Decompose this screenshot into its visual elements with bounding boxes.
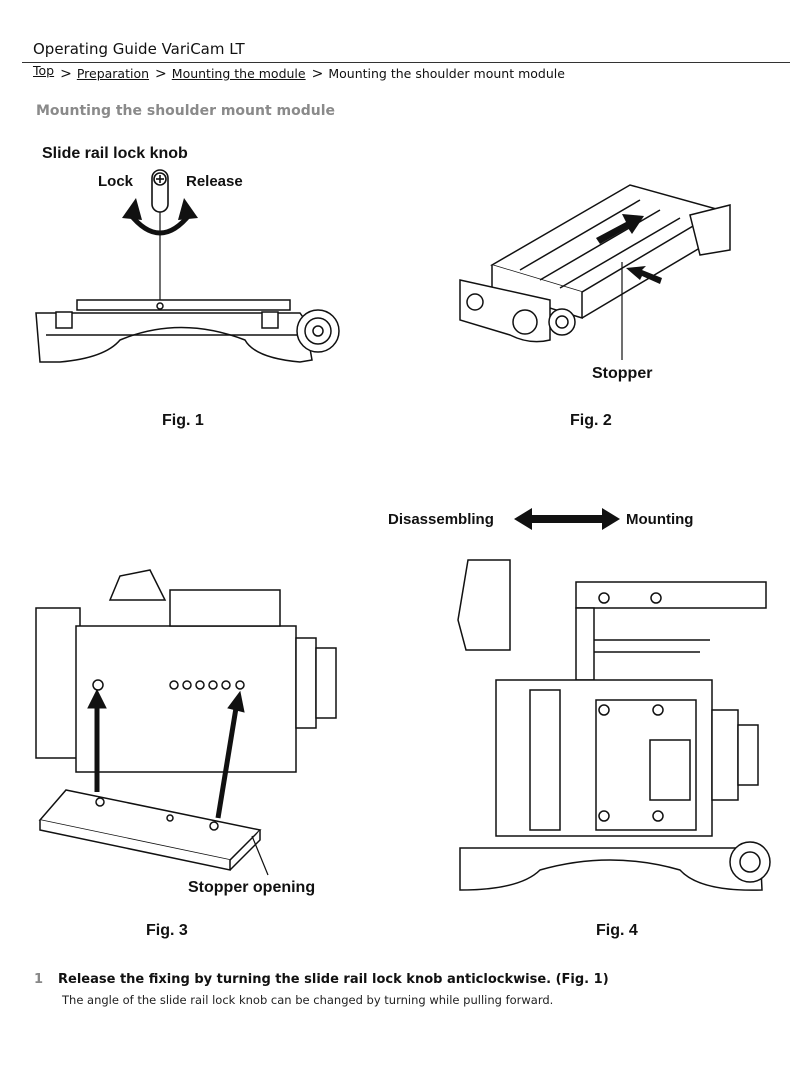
label-stopper: Stopper [592, 365, 652, 382]
document-title: Operating Guide VariCam LT [33, 40, 245, 58]
stopper-opening-leader-line [251, 835, 269, 876]
caption-fig-1: Fig. 1 [162, 412, 204, 429]
stopper-arrow-icon [626, 266, 662, 284]
label-disassembling: Disassembling [388, 511, 494, 528]
mount-arrows-icon [87, 688, 245, 819]
section-title: Mounting the shoulder mount module [36, 103, 336, 119]
breadcrumb-current: Mounting the shoulder mount module [328, 66, 565, 81]
caption-fig-3: Fig. 3 [146, 922, 188, 939]
direction-indicator: Disassembling Mounting [388, 508, 693, 530]
caption-fig-2: Fig. 2 [570, 412, 612, 429]
breadcrumb-link-mounting-module[interactable]: Mounting the module [171, 66, 306, 81]
slide-arrow-icon [596, 214, 644, 244]
knob-icon [151, 169, 169, 300]
label-release: Release [186, 173, 243, 190]
label-stopper-opening: Stopper opening [188, 879, 315, 896]
breadcrumb-separator: > [60, 66, 72, 82]
caption-fig-4: Fig. 4 [596, 922, 638, 939]
step-1-note: The angle of the slide rail lock knob ca… [62, 993, 554, 1007]
breadcrumb-link-top[interactable]: Top [33, 63, 55, 78]
label-lock: Lock [98, 173, 134, 190]
rotate-arrows-icon [122, 198, 198, 236]
shoulder-mount-perspective-view [459, 184, 731, 343]
breadcrumb-link-preparation[interactable]: Preparation [76, 66, 150, 81]
breadcrumb: Top > Preparation > Mounting the module > Moun… [33, 63, 565, 82]
figure-3-stopper-opening: Stopper opening Fig. 3 [35, 569, 337, 939]
figure-1-slide-rail-knob: Slide rail lock knob Lock Release Fig. 1 [35, 145, 340, 429]
step-1: 1 Release the fixing by turning the slide… [34, 972, 609, 987]
double-arrow-icon [514, 508, 620, 530]
header-divider [22, 62, 790, 63]
label-slide-rail-lock-knob: Slide rail lock knob [42, 145, 188, 162]
figure-2-stopper: Stopper Fig. 2 [459, 184, 731, 429]
breadcrumb-separator: > [311, 66, 324, 82]
figure-4-camera-assembly: Fig. 4 [457, 559, 771, 939]
breadcrumb-separator: > [155, 66, 167, 82]
camera-body-bottom-view [35, 569, 337, 773]
label-mounting: Mounting [626, 511, 693, 528]
shoulder-mount-side-view [35, 299, 340, 363]
shoulder-plate [38, 789, 262, 871]
camera-with-shoulder-mount [457, 559, 771, 891]
step-number: 1 [34, 972, 44, 987]
step-instruction: Release the fixing by turning the slide … [58, 972, 609, 987]
